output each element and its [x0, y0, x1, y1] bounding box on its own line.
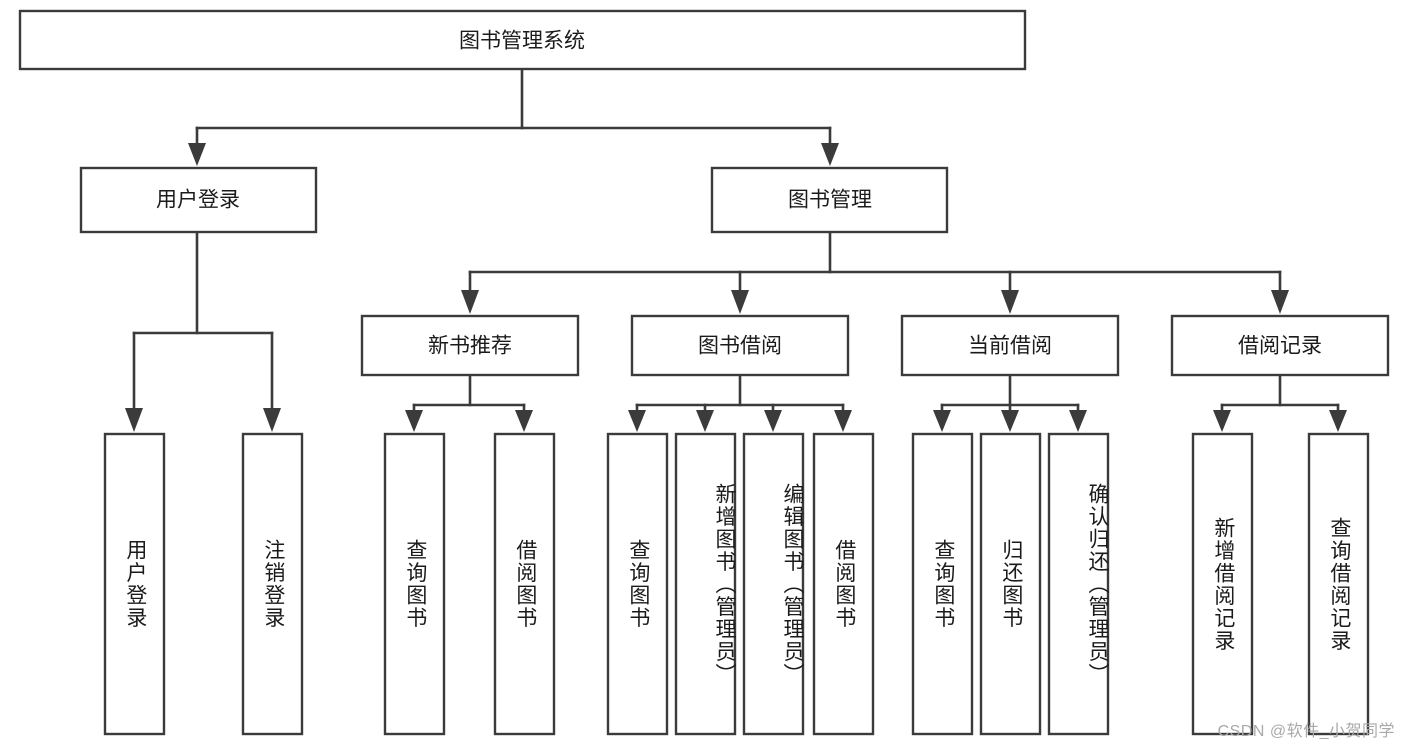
connector-group-borrow-record [1213, 373, 1347, 432]
node-book-manage-box[interactable] [710, 166, 949, 234]
node-borrow-record[interactable]: 借阅记录 [1170, 314, 1390, 377]
leaf-box-group [103, 432, 1370, 736]
leaf-user-login-box[interactable] [103, 432, 166, 736]
leaf-query-book-3-box[interactable] [911, 432, 974, 736]
csdn-watermark: CSDN @软件_小贺同学 [1217, 723, 1395, 740]
leaf-confirm-return-box[interactable] [1047, 432, 1110, 736]
node-borrow-record-box[interactable] [1170, 314, 1390, 377]
node-root-box[interactable] [18, 9, 1027, 71]
arrow-to-leaf-query-book-3 [933, 410, 951, 432]
connector-group-book-manage [461, 230, 1289, 314]
node-current-borrow-label: 当前借阅 [968, 335, 1052, 358]
arrow-to-book-borrow [731, 290, 749, 314]
arrow-to-borrow-record [1271, 290, 1289, 314]
leaf-query-book-2-box[interactable] [606, 432, 669, 736]
arrow-to-leaf-confirm-return [1069, 410, 1087, 432]
node-user-login-box[interactable] [79, 166, 318, 234]
leaf-add-book-box[interactable] [674, 432, 737, 736]
node-new-book-recommend-box[interactable] [360, 314, 580, 377]
node-new-book-recommend[interactable]: 新书推荐 [360, 314, 580, 377]
arrow-root-to-user-login [188, 143, 206, 166]
arrow-to-leaf-add-book [696, 410, 714, 432]
node-book-borrow-box[interactable] [630, 314, 850, 377]
connector-group-book-borrow [628, 373, 852, 432]
leaf-borrow-book-1-box[interactable] [493, 432, 556, 736]
node-book-borrow[interactable]: 图书借阅 [630, 314, 850, 377]
arrow-to-leaf-edit-book [764, 410, 782, 432]
connector-group-user-login [125, 230, 281, 432]
arrow-to-leaf-query-book-2 [628, 410, 646, 432]
leaf-return-book-box[interactable] [979, 432, 1042, 736]
connector-group-new-book-recommend [405, 373, 533, 432]
leaf-user-logout-box[interactable] [241, 432, 304, 736]
node-current-borrow-box[interactable] [900, 314, 1120, 377]
node-user-login[interactable]: 用户登录 [79, 166, 318, 234]
node-book-manage-label: 图书管理 [788, 189, 872, 212]
arrow-to-leaf-add-record [1213, 410, 1231, 432]
arrow-to-new-book-recommend [461, 290, 479, 314]
node-current-borrow[interactable]: 当前借阅 [900, 314, 1120, 377]
leaf-borrow-book-2-box[interactable] [812, 432, 875, 736]
arrow-to-leaf-return-book [1001, 410, 1019, 432]
arrow-to-leaf-borrow-book-1 [515, 410, 533, 432]
leaf-add-record-box[interactable] [1191, 432, 1254, 736]
arrow-to-leaf-user-login [125, 408, 143, 432]
leaf-query-book-1-box[interactable] [383, 432, 446, 736]
arrow-to-leaf-query-record [1329, 410, 1347, 432]
node-borrow-record-label: 借阅记录 [1238, 335, 1322, 358]
connector-group-root [188, 67, 839, 166]
arrow-to-leaf-user-logout [263, 408, 281, 432]
arrow-to-current-borrow [1001, 290, 1019, 314]
arrow-to-leaf-borrow-book-2 [834, 410, 852, 432]
node-root-label: 图书管理系统 [459, 30, 585, 53]
node-book-borrow-label: 图书借阅 [698, 335, 782, 358]
node-book-manage[interactable]: 图书管理 [710, 166, 949, 234]
node-new-book-recommend-label: 新书推荐 [428, 335, 512, 358]
leaf-query-record-box[interactable] [1307, 432, 1370, 736]
node-user-login-label: 用户登录 [156, 189, 240, 212]
arrow-to-leaf-query-book-1 [405, 410, 423, 432]
leaf-edit-book-box[interactable] [742, 432, 805, 736]
node-root[interactable]: 图书管理系统 [18, 9, 1027, 71]
arrow-root-to-book-manage [821, 143, 839, 166]
connector-group-current-borrow [933, 373, 1087, 432]
